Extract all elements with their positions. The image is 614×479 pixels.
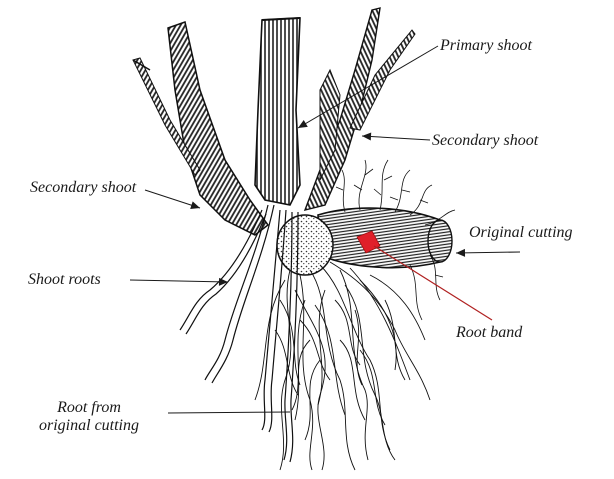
label-root-from-original-cutting: Root from original cutting xyxy=(14,399,164,435)
shoot-roots-leader xyxy=(130,280,228,282)
secondary-right-leader xyxy=(362,136,430,140)
label-root-from-line2: original cutting xyxy=(14,417,164,435)
label-secondary-shoot-right: Secondary shoot xyxy=(432,132,538,150)
arrowhead-icon xyxy=(298,120,308,128)
label-secondary-shoot-left: Secondary shoot xyxy=(30,179,136,197)
label-original-cutting: Original cutting xyxy=(469,224,573,242)
arrowhead-icon xyxy=(190,201,200,209)
arrowhead-icon xyxy=(219,278,228,286)
arrowhead-icon xyxy=(456,249,465,257)
label-root-from-line1: Root from xyxy=(14,399,164,417)
left-secondary-shoot-leaf xyxy=(168,22,268,235)
label-primary-shoot: Primary shoot xyxy=(440,37,532,55)
arrowhead-icon xyxy=(362,133,371,141)
label-shoot-roots: Shoot roots xyxy=(28,271,101,289)
primary-shoot-stem xyxy=(255,18,300,205)
original-cutting-leader xyxy=(456,252,520,253)
fibrous-root-mass xyxy=(255,262,430,470)
label-root-band: Root band xyxy=(456,324,522,342)
